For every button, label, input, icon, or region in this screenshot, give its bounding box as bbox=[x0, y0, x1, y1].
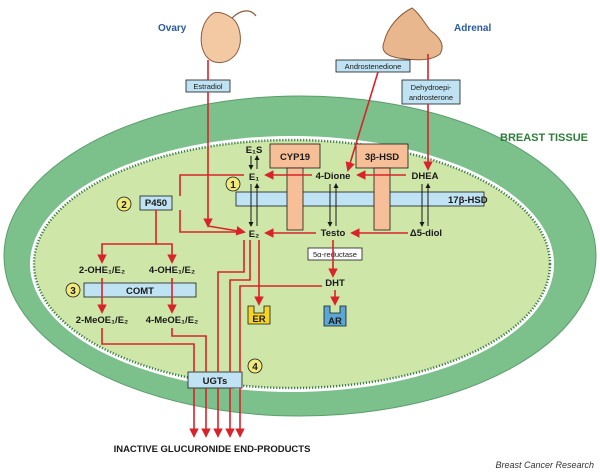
ovary-organ bbox=[200, 10, 257, 63]
step-2-marker: 2 bbox=[116, 196, 132, 212]
step-1-marker: 1 bbox=[225, 176, 241, 192]
metabolite-2-ohe: 2-OHE₁/E₂ bbox=[79, 265, 125, 276]
estradiol-label: Estradiol bbox=[193, 82, 223, 91]
ar-receptor bbox=[323, 305, 347, 327]
metabolite-4-meoe: 4-MeOE₁/E₂ bbox=[146, 315, 199, 326]
dhea-source-line2: androsterone bbox=[409, 93, 453, 102]
metabolite-4-ohe: 4-OHE₁/E₂ bbox=[149, 265, 195, 276]
androstenedione-label: Androstenedione bbox=[345, 62, 402, 71]
ar-label: AR bbox=[328, 316, 342, 327]
pathway-arrows bbox=[97, 54, 433, 438]
er-label: ER bbox=[252, 314, 265, 325]
reductase-box bbox=[307, 247, 363, 261]
ugts-label: UGTs bbox=[203, 376, 228, 387]
end-products-label: INACTIVE GLUCURONIDE END-PRODUCTS bbox=[114, 444, 311, 455]
ugts-box bbox=[187, 371, 243, 389]
svg-text:4: 4 bbox=[252, 362, 258, 373]
hsd3b-enzyme bbox=[355, 143, 409, 231]
metabolite-dhea: DHEA bbox=[412, 171, 439, 182]
metabolite-dione: 4-Dione bbox=[316, 171, 351, 182]
metabolite-e1s: E₁S bbox=[246, 145, 263, 156]
metabolite-diol: Δ5-diol bbox=[410, 228, 442, 239]
svg-text:3: 3 bbox=[70, 286, 76, 297]
hsd17b-bar bbox=[235, 191, 485, 207]
breast-tissue-label: BREAST TISSUE bbox=[500, 132, 588, 144]
equilibrium-arrows bbox=[248, 155, 431, 227]
cyp19-enzyme bbox=[269, 143, 321, 231]
metabolite-e1: E₁ bbox=[249, 172, 259, 183]
hsd3b-label: 3β-HSD bbox=[365, 152, 399, 163]
metabolite-testo: Testo bbox=[321, 228, 346, 239]
metabolite-dht: DHT bbox=[325, 278, 345, 289]
androstenedione-box bbox=[335, 59, 411, 73]
ovary-label: Ovary bbox=[158, 23, 187, 34]
svg-text:1: 1 bbox=[230, 180, 236, 191]
hsd17b-label: 17β-HSD bbox=[448, 195, 488, 206]
metabolite-2-meoe: 2-MeOE₁/E₂ bbox=[76, 315, 129, 326]
p450-label: P450 bbox=[145, 198, 167, 209]
adrenal-label: Adrenal bbox=[454, 23, 491, 34]
step-3-marker: 3 bbox=[65, 282, 81, 298]
source-credit: Breast Cancer Research bbox=[495, 460, 594, 470]
step-4-marker: 4 bbox=[247, 358, 263, 374]
cyp19-label: CYP19 bbox=[280, 152, 310, 163]
er-receptor bbox=[247, 305, 271, 325]
svg-text:2: 2 bbox=[121, 200, 127, 211]
comt-label: COMT bbox=[126, 286, 154, 297]
dhea-source-line1: Dehydroepi- bbox=[411, 83, 452, 92]
dhea-source-box bbox=[401, 79, 461, 105]
comt-bar bbox=[83, 282, 197, 298]
reductase-label: 5α-reductase bbox=[313, 250, 357, 259]
metabolite-e2: E₂ bbox=[249, 229, 260, 240]
adrenal-organ bbox=[382, 7, 443, 61]
